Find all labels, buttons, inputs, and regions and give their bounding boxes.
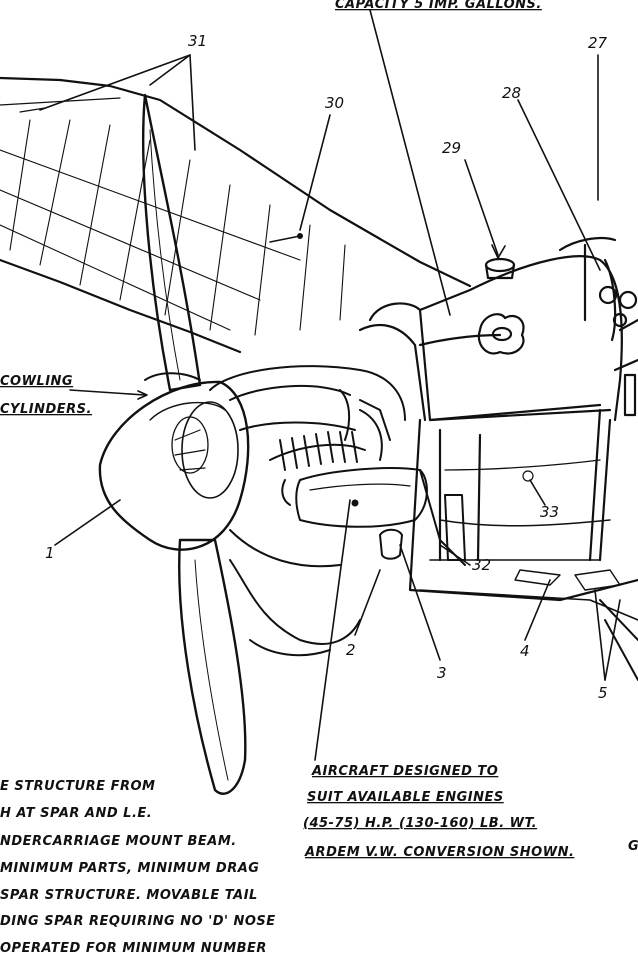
wing-underside xyxy=(229,559,361,657)
callout-27: 27 xyxy=(588,34,608,52)
propeller-blade-lower xyxy=(178,538,247,795)
design-note-3: NDERCARRIAGE MOUNT BEAM. xyxy=(0,834,237,849)
design-note-1: E STRUCTURE FROM xyxy=(0,779,155,794)
engine-note-line-3: (45-75) H.P. (130-160) LB. WT. xyxy=(303,816,537,831)
wing xyxy=(0,76,472,354)
callout-29: 29 xyxy=(442,139,461,157)
callout-1: 1 xyxy=(45,544,55,562)
leader-lines xyxy=(39,9,621,761)
design-note-6: DING SPAR REQUIRING NO 'D' NOSE xyxy=(0,914,276,929)
callout-3: 3 xyxy=(437,664,447,682)
cylinders-label: CYLINDERS. xyxy=(0,402,92,417)
design-note-7: OPERATED FOR MINIMUM NUMBER xyxy=(0,941,267,956)
engine xyxy=(209,365,466,566)
design-note-4: MINIMUM PARTS, MINIMUM DRAG xyxy=(0,861,259,876)
engine-note-line-2: SUIT AVAILABLE ENGINES xyxy=(307,790,504,805)
callout-32: 32 xyxy=(472,556,491,574)
wing-fitting-30 xyxy=(297,233,303,239)
engine-note-line-4: ARDEM V.W. CONVERSION SHOWN. xyxy=(304,845,574,860)
propeller-blade-upper xyxy=(142,93,202,392)
right-edge-fragment: G xyxy=(628,839,638,854)
callout-30: 30 xyxy=(325,94,344,112)
callout-28: 28 xyxy=(502,84,521,102)
engine-note-line-1: AIRCRAFT DESIGNED TO xyxy=(311,764,498,779)
callout-5: 5 xyxy=(598,684,608,702)
engine-note: AIRCRAFT DESIGNED TO SUIT AVAILABLE ENGI… xyxy=(303,764,574,860)
callout-33: 33 xyxy=(540,503,559,521)
design-note-2: H AT SPAR AND L.E. xyxy=(0,806,152,821)
callout-2: 2 xyxy=(346,641,356,659)
cowling-label: COWLING xyxy=(0,374,73,389)
callout-31: 31 xyxy=(188,32,207,50)
fuel-capacity-caption: CAPACITY 5 IMP. GALLONS. xyxy=(335,0,542,12)
callout-4: 4 xyxy=(520,642,530,660)
cowling xyxy=(144,372,341,568)
fuselage xyxy=(358,236,638,681)
design-notes-list: E STRUCTURE FROM H AT SPAR AND L.E. NDER… xyxy=(0,779,276,956)
design-note-5: SPAR STRUCTURE. MOVABLE TAIL xyxy=(0,888,258,903)
propeller-spinner xyxy=(98,380,250,551)
